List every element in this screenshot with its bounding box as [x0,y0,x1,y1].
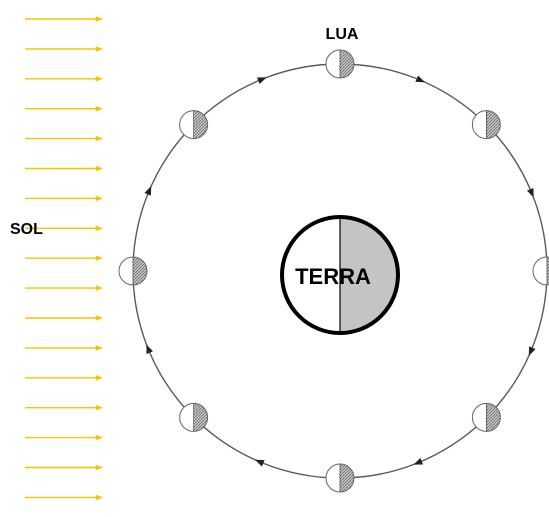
moon-dark-side [193,110,208,139]
moon [471,110,501,140]
earth-night-side [340,217,398,333]
orbit-arrow [413,457,424,465]
moon [325,463,355,493]
moon [179,110,209,140]
moon-dark-side [133,257,147,285]
earth-outline [280,215,400,335]
orbit-arrow [526,187,534,198]
orbit-arrow [146,344,154,355]
moon-label: LUA [326,26,359,43]
moon-dark-side [486,403,501,432]
moon-outline [325,463,355,493]
moon-outline [179,402,209,432]
orbit-arrow [254,459,265,467]
orbit-arrow [528,346,536,357]
moon-outline [325,49,355,79]
earth-label: TERRA [295,264,371,289]
moon [179,402,209,432]
moon-outline [179,110,209,140]
orbit-direction-arrows [144,75,536,467]
orbit-arrow [415,75,426,83]
moon-dark-side [486,110,501,139]
sun-label: SOL [10,221,43,238]
moon-outline [118,256,148,286]
sun-rays [25,16,103,501]
moon-outline [532,256,549,286]
moon [118,256,148,286]
moon [532,256,549,286]
moon-dark-side [340,50,354,78]
moon-outline [471,110,501,140]
orbit-arrow [256,77,267,85]
orbit-arrow [144,185,152,196]
moon-positions [118,49,549,493]
moon-outline [471,402,501,432]
moon-lit-side [533,257,549,285]
earth: TERRA [280,215,400,335]
moon-dark-side [340,464,354,492]
moon-dark-side [193,403,208,432]
moon [325,49,355,79]
moon [471,402,501,432]
